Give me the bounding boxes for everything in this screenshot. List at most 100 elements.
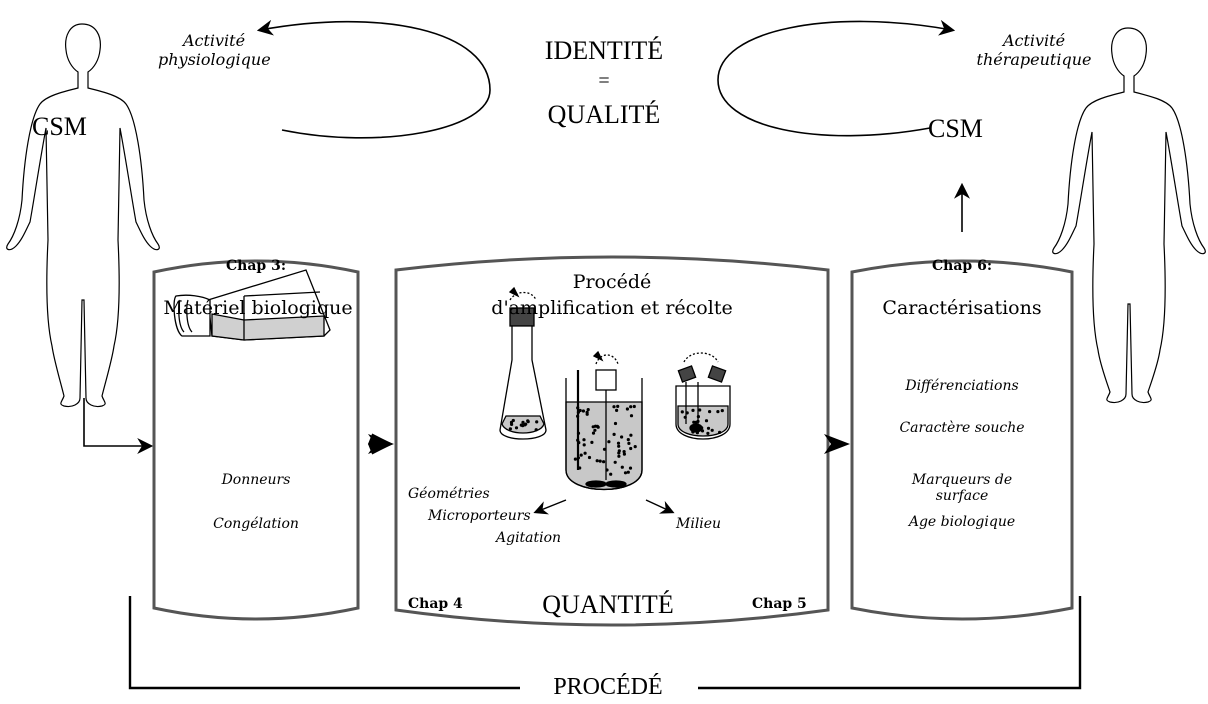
arrow-geometries [533, 499, 567, 515]
particle-dot [511, 418, 515, 423]
particle-dot [629, 405, 633, 409]
particle-dot [628, 466, 633, 470]
particle-dot [613, 460, 617, 464]
particle-dot [578, 466, 582, 470]
particle-dot [535, 420, 539, 424]
box2-item-agitation: Agitation [496, 530, 562, 546]
particle-dot [602, 447, 607, 451]
box1-chap-label: Chap 3: [226, 258, 286, 274]
particle-dot [629, 414, 634, 418]
particle-dot [615, 408, 619, 412]
particle-dot [629, 446, 633, 451]
particle-dot [708, 410, 712, 414]
particle-dot [700, 426, 704, 430]
particle-dot [695, 431, 700, 435]
identity-equals: = [598, 70, 610, 92]
particle-dot [617, 444, 621, 448]
loop-arrow-right [717, 19, 956, 137]
particle-dot [613, 421, 618, 426]
box2-quantity-label: QUANTITÉ [542, 590, 674, 619]
particle-dot [595, 459, 599, 463]
particle-dot [696, 415, 701, 419]
particle-dot [622, 450, 626, 454]
particle-dot [685, 411, 689, 415]
arrow-box1-box2-head [368, 434, 394, 454]
arrow-box2-box3-head [824, 434, 850, 454]
box3-title: Caractérisations [882, 297, 1042, 319]
human-figure-left [6, 23, 160, 408]
particle-dot [576, 438, 580, 442]
particle-dot [622, 452, 627, 456]
particle-dot [573, 457, 578, 461]
particle-dot [591, 431, 596, 435]
particle-dot [581, 409, 586, 413]
particle-dot [620, 465, 624, 469]
particle-dot [590, 440, 594, 444]
particle-dot [602, 460, 606, 464]
activity-physiological-label: Activité physiologique [158, 31, 271, 69]
particle-dot [521, 420, 525, 424]
particle-dot [585, 412, 589, 416]
particle-dot [609, 472, 613, 476]
particle-dot [577, 441, 581, 445]
box1-item-donors: Donneurs [221, 472, 291, 488]
particle-dot [716, 410, 720, 414]
particle-dot [526, 420, 530, 424]
identity-line-1: IDENTITÉ [544, 36, 664, 65]
csm-right-label: CSM [928, 114, 983, 143]
erlenmeyer-flask-icon [499, 286, 547, 440]
box3-chap-label: Chap 6: [932, 258, 992, 274]
box3-item-surface-markers: Marqueurs de surface [911, 472, 1013, 505]
particle-dot [605, 468, 609, 472]
quality-label: QUALITÉ [547, 100, 661, 129]
process-bracket [128, 596, 1082, 690]
box2-chap-left: Chap 4 [408, 596, 463, 612]
particle-dot [616, 404, 620, 408]
particle-dot [578, 408, 582, 413]
particle-dot [706, 426, 711, 430]
particle-dot [612, 432, 616, 436]
particle-dot [612, 405, 616, 409]
particle-dot [626, 438, 630, 442]
culture-flask-icon [173, 269, 331, 341]
box2-title-line2: d'amplification et récolte [491, 297, 733, 319]
particle-dot [691, 408, 695, 412]
particle-dot [683, 415, 687, 419]
particle-dot [607, 440, 611, 444]
spinner-flask-icon [675, 352, 731, 440]
particle-dot [593, 428, 597, 432]
particle-dot [700, 429, 705, 433]
particle-dot [586, 408, 590, 412]
box2-chap-right: Chap 5 [752, 596, 807, 612]
particle-dot [576, 414, 580, 418]
box3-item-biological-age: Age biologique [908, 514, 1016, 530]
box2-title-line1: Procédé [572, 271, 652, 293]
particle-dot [583, 451, 587, 455]
particle-dot [579, 453, 583, 457]
particle-dot [627, 441, 631, 445]
box2-item-medium: Milieu [676, 516, 722, 532]
particle-dot [625, 407, 630, 411]
box3-item-stemness: Caractère souche [899, 420, 1025, 436]
particle-dot [626, 470, 630, 474]
box3-item-differentiations: Différenciations [905, 378, 1019, 394]
particle-dot [593, 424, 598, 428]
identity-label: IDENTITÉ [545, 36, 663, 66]
particle-dot [534, 428, 538, 432]
box2-item-geometries: Géométries [408, 486, 490, 502]
process-label: PROCÉDÉ [553, 674, 663, 700]
particle-dot [720, 409, 724, 413]
activity-therapeutic-label: Activité thérapeutique [976, 31, 1092, 69]
arrow-milieu [645, 499, 675, 514]
particle-dot [616, 441, 621, 445]
particle-dot [623, 471, 628, 475]
particle-dot [519, 423, 523, 427]
particle-dot [576, 431, 581, 435]
box1-title: Matériel biologique [163, 297, 353, 319]
cylinder-box-1 [152, 259, 360, 621]
particle-dot [598, 459, 602, 463]
particle-dot [617, 451, 621, 455]
particle-dot [694, 420, 698, 424]
